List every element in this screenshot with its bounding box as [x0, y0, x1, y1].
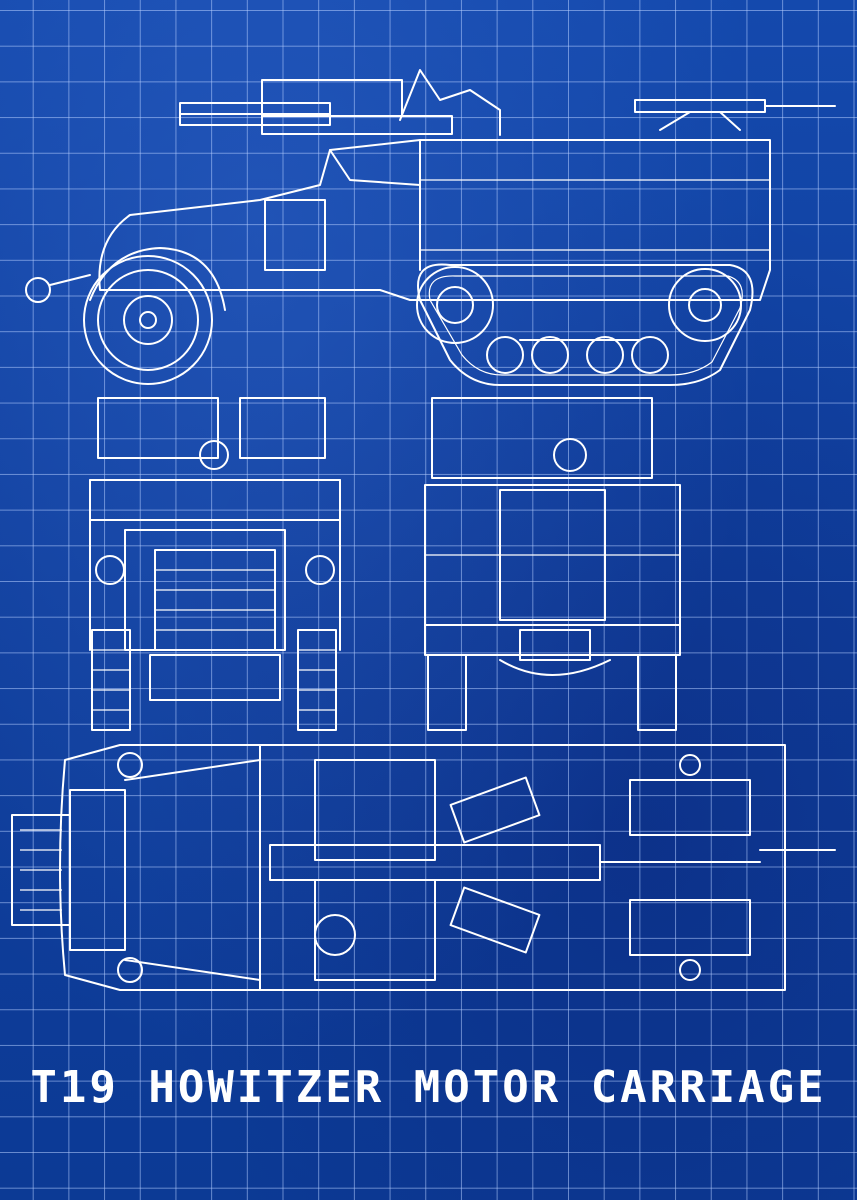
- blueprint-title: T19 HOWITZER MOTOR CARRIAGE: [30, 1062, 827, 1113]
